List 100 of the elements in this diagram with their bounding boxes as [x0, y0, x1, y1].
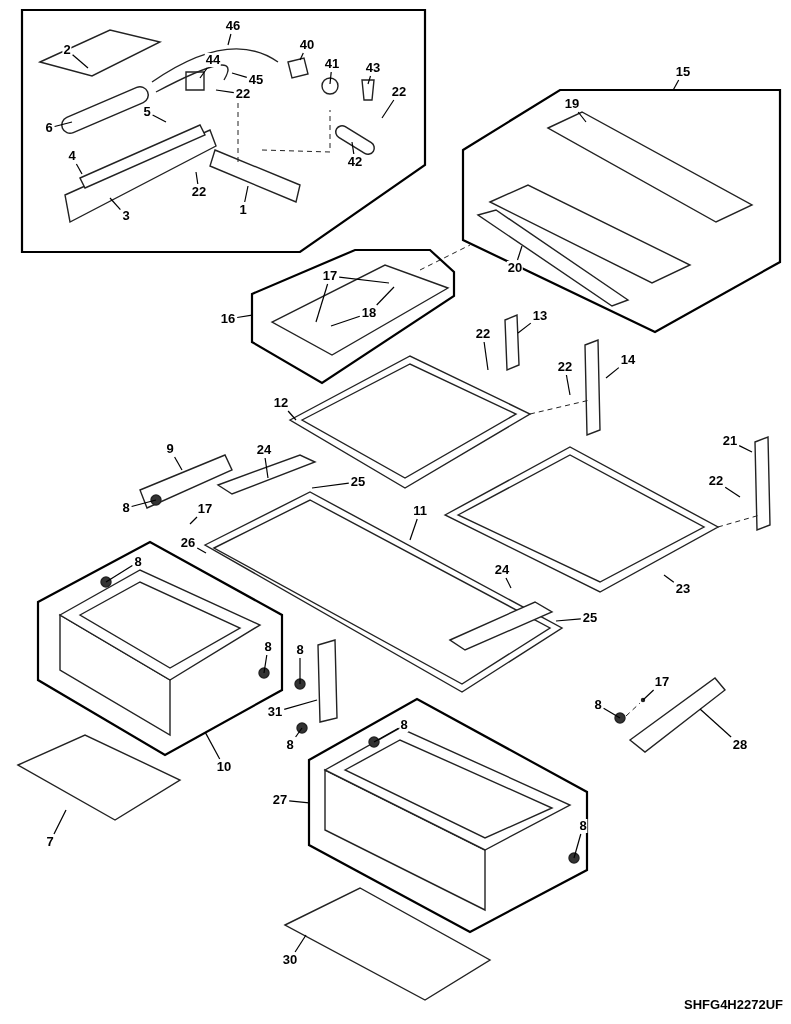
leader-line	[338, 276, 390, 284]
callout-number: 23	[674, 582, 692, 596]
callout-number: 22	[474, 327, 492, 341]
callout-number: 24	[493, 563, 511, 577]
callout-number: 2	[62, 43, 72, 57]
leader-line	[244, 185, 249, 203]
callout-number: 8	[285, 738, 295, 752]
callout-number: 30	[281, 953, 299, 967]
callout-number: 19	[563, 97, 581, 111]
leader-line	[53, 809, 67, 835]
callout-number: 20	[506, 261, 524, 275]
leader-line	[72, 54, 89, 69]
callout-number: 4	[67, 149, 77, 163]
leader-line	[577, 111, 587, 123]
leader-line	[483, 341, 489, 371]
callout-number: 14	[619, 353, 637, 367]
callout-number: 8	[263, 640, 273, 654]
leader-line	[516, 245, 523, 261]
callout-number: 42	[346, 155, 364, 169]
leader-line	[287, 410, 297, 421]
leader-line	[109, 197, 121, 211]
leader-line	[329, 71, 332, 85]
leader-line	[605, 367, 620, 379]
callout-number: 22	[707, 474, 725, 488]
callout-number: 22	[390, 85, 408, 99]
leader-line	[376, 286, 395, 306]
leader-line	[311, 482, 350, 489]
leader-line	[295, 727, 303, 738]
leader-line	[315, 283, 329, 323]
callout-number: 8	[133, 555, 143, 569]
leader-line	[283, 699, 318, 710]
leader-line	[288, 800, 310, 804]
leader-line	[152, 114, 167, 123]
callout-number: 24	[255, 443, 273, 457]
leader-line	[299, 657, 301, 685]
callout-number: 45	[247, 73, 265, 87]
leader-line	[373, 727, 399, 743]
panel-outline	[252, 250, 454, 383]
leader-line	[294, 934, 307, 953]
callout-number: 5	[142, 105, 152, 119]
callout-number: 26	[179, 536, 197, 550]
callout-number: 13	[531, 309, 549, 323]
callout-number: 40	[298, 38, 316, 52]
callout-number: 8	[121, 501, 131, 515]
leader-line	[199, 67, 208, 79]
leader-line	[381, 99, 395, 119]
callout-number: 31	[266, 705, 284, 719]
callout-number: 22	[190, 185, 208, 199]
leader-line	[672, 79, 680, 91]
callout-number: 22	[234, 87, 252, 101]
leader-line	[565, 374, 571, 396]
leader-line	[724, 486, 741, 498]
drawing-code: SHFG4H2272UF	[684, 997, 783, 1012]
leader-line	[699, 708, 732, 738]
leader-line	[573, 833, 582, 859]
leader-line	[204, 732, 221, 760]
callout-number: 18	[360, 306, 378, 320]
leader-line	[195, 171, 199, 185]
leader-line	[131, 499, 157, 508]
callout-number: 17	[653, 675, 671, 689]
leader-line	[174, 456, 183, 471]
callout-number: 1	[238, 203, 248, 217]
callout-number: 25	[349, 475, 367, 489]
callout-number: 21	[721, 434, 739, 448]
leader-line	[236, 314, 253, 319]
callout-number: 6	[44, 121, 54, 135]
callout-number: 10	[215, 760, 233, 774]
leader-line	[555, 618, 582, 622]
callout-number: 27	[271, 793, 289, 807]
callout-number: 8	[295, 643, 305, 657]
leader-line	[663, 574, 675, 583]
callout-number: 9	[165, 442, 175, 456]
panel-outline	[22, 10, 425, 252]
leader-line	[330, 315, 361, 327]
callout-number: 28	[731, 738, 749, 752]
callout-number: 3	[121, 209, 131, 223]
callout-number: 46	[224, 19, 242, 33]
leader-line	[367, 75, 372, 85]
leader-line	[227, 33, 232, 46]
callout-number: 11	[412, 504, 428, 518]
callout-number: 7	[45, 835, 55, 849]
leader-line	[738, 445, 753, 453]
callout-number: 17	[196, 502, 214, 516]
leader-line	[299, 52, 304, 61]
leader-line	[263, 654, 268, 674]
leader-line	[231, 72, 248, 78]
leader-line	[196, 547, 207, 554]
leader-line	[264, 457, 269, 479]
leader-line	[642, 689, 655, 701]
callout-number: 41	[323, 57, 341, 71]
leader-line	[351, 141, 355, 155]
callout-number: 22	[556, 360, 574, 374]
callout-number: 8	[593, 698, 603, 712]
callout-number: 43	[364, 61, 382, 75]
callout-number: 8	[578, 819, 588, 833]
callout-number: 8	[399, 718, 409, 732]
callout-number: 16	[219, 312, 237, 326]
leader-line	[75, 163, 83, 175]
callout-number: 44	[204, 53, 222, 67]
callout-number: 17	[321, 269, 339, 283]
